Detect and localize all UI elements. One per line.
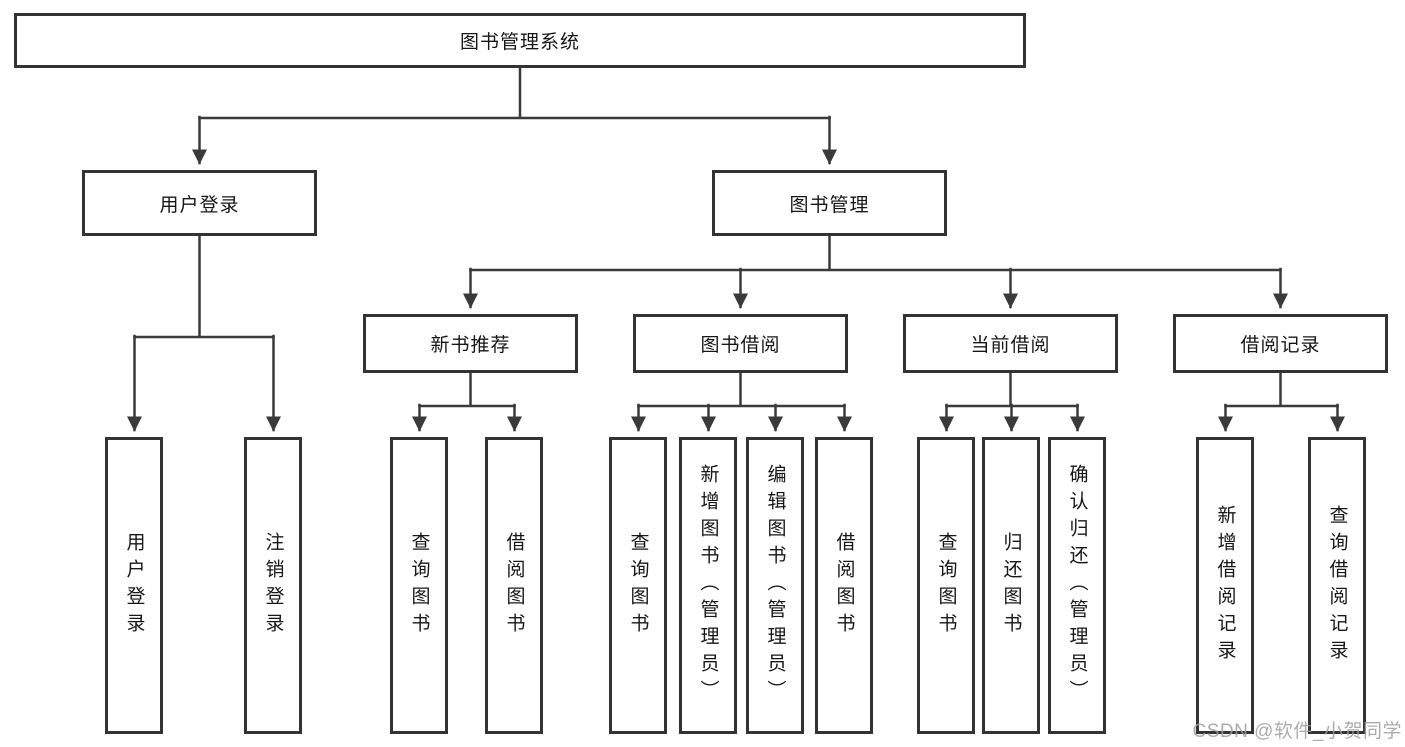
node-root: 图书管理系统 bbox=[14, 13, 1026, 68]
node-leaf-confirm-return: 确认归还（管理员） bbox=[1048, 437, 1106, 734]
node-book-mgmt: 图书管理 bbox=[712, 170, 947, 236]
node-current-borrow-label: 当前借阅 bbox=[970, 335, 1051, 356]
node-leaf-add-borrow-record: 新增借阅记录 bbox=[1196, 437, 1254, 734]
node-leaf-query-book-borrow: 查询图书 bbox=[609, 437, 667, 734]
node-leaf-user-login-label: 用户登录 bbox=[123, 531, 145, 640]
node-leaf-query-book-rec: 查询图书 bbox=[390, 437, 448, 734]
node-leaf-query-borrow-record-label: 查询借阅记录 bbox=[1326, 504, 1348, 667]
node-leaf-add-book-label: 新增图书（管理员） bbox=[697, 464, 719, 707]
node-user-login: 用户登录 bbox=[82, 170, 317, 236]
node-leaf-return-book: 归还图书 bbox=[982, 437, 1040, 734]
node-current-borrow: 当前借阅 bbox=[903, 314, 1118, 373]
node-leaf-user-login: 用户登录 bbox=[105, 437, 163, 734]
node-borrow-record-label: 借阅记录 bbox=[1240, 335, 1321, 356]
node-leaf-add-borrow-record-label: 新增借阅记录 bbox=[1214, 504, 1236, 667]
node-leaf-borrow-book-rec: 借阅图书 bbox=[485, 437, 543, 734]
connector-book-borrow-to-leaves bbox=[631, 371, 852, 432]
connector-new-book-rec-to-leaves bbox=[412, 371, 522, 432]
node-leaf-edit-book: 编辑图书（管理员） bbox=[746, 437, 804, 734]
node-root-label: 图书管理系统 bbox=[459, 32, 580, 53]
node-book-borrow: 图书借阅 bbox=[633, 314, 848, 373]
node-user-login-label: 用户登录 bbox=[159, 194, 240, 216]
node-leaf-borrow-book-borrow: 借阅图书 bbox=[815, 437, 873, 734]
node-book-borrow-label: 图书借阅 bbox=[700, 335, 781, 356]
watermark: CSDN @软件_小贺同学 bbox=[1192, 721, 1402, 742]
node-leaf-logout-label: 注销登录 bbox=[262, 531, 284, 640]
node-leaf-borrow-book-rec-label: 借阅图书 bbox=[503, 531, 525, 640]
connector-current-borrow-to-leaves bbox=[939, 371, 1085, 432]
node-borrow-record: 借阅记录 bbox=[1173, 314, 1388, 373]
node-book-mgmt-label: 图书管理 bbox=[789, 194, 870, 216]
node-leaf-borrow-book-borrow-label: 借阅图书 bbox=[833, 531, 855, 640]
node-leaf-query-book-borrow-label: 查询图书 bbox=[627, 531, 649, 640]
node-new-book-rec-label: 新书推荐 bbox=[430, 335, 511, 356]
node-leaf-logout: 注销登录 bbox=[244, 437, 302, 734]
connector-user-login-to-leaves bbox=[127, 234, 281, 432]
node-leaf-add-book: 新增图书（管理员） bbox=[679, 437, 737, 734]
node-leaf-edit-book-label: 编辑图书（管理员） bbox=[764, 464, 786, 707]
node-leaf-query-book-current: 查询图书 bbox=[917, 437, 975, 734]
node-leaf-query-borrow-record: 查询借阅记录 bbox=[1308, 437, 1366, 734]
connector-book-mgmt-to-level3 bbox=[463, 234, 1288, 309]
node-leaf-confirm-return-label: 确认归还（管理员） bbox=[1066, 464, 1088, 707]
node-leaf-query-book-rec-label: 查询图书 bbox=[408, 531, 430, 640]
node-new-book-rec: 新书推荐 bbox=[363, 314, 578, 373]
connector-borrow-record-to-leaves bbox=[1218, 371, 1345, 432]
connector-root-to-level2 bbox=[192, 66, 837, 165]
node-leaf-return-book-label: 归还图书 bbox=[1000, 531, 1022, 640]
node-leaf-query-book-current-label: 查询图书 bbox=[935, 531, 957, 640]
